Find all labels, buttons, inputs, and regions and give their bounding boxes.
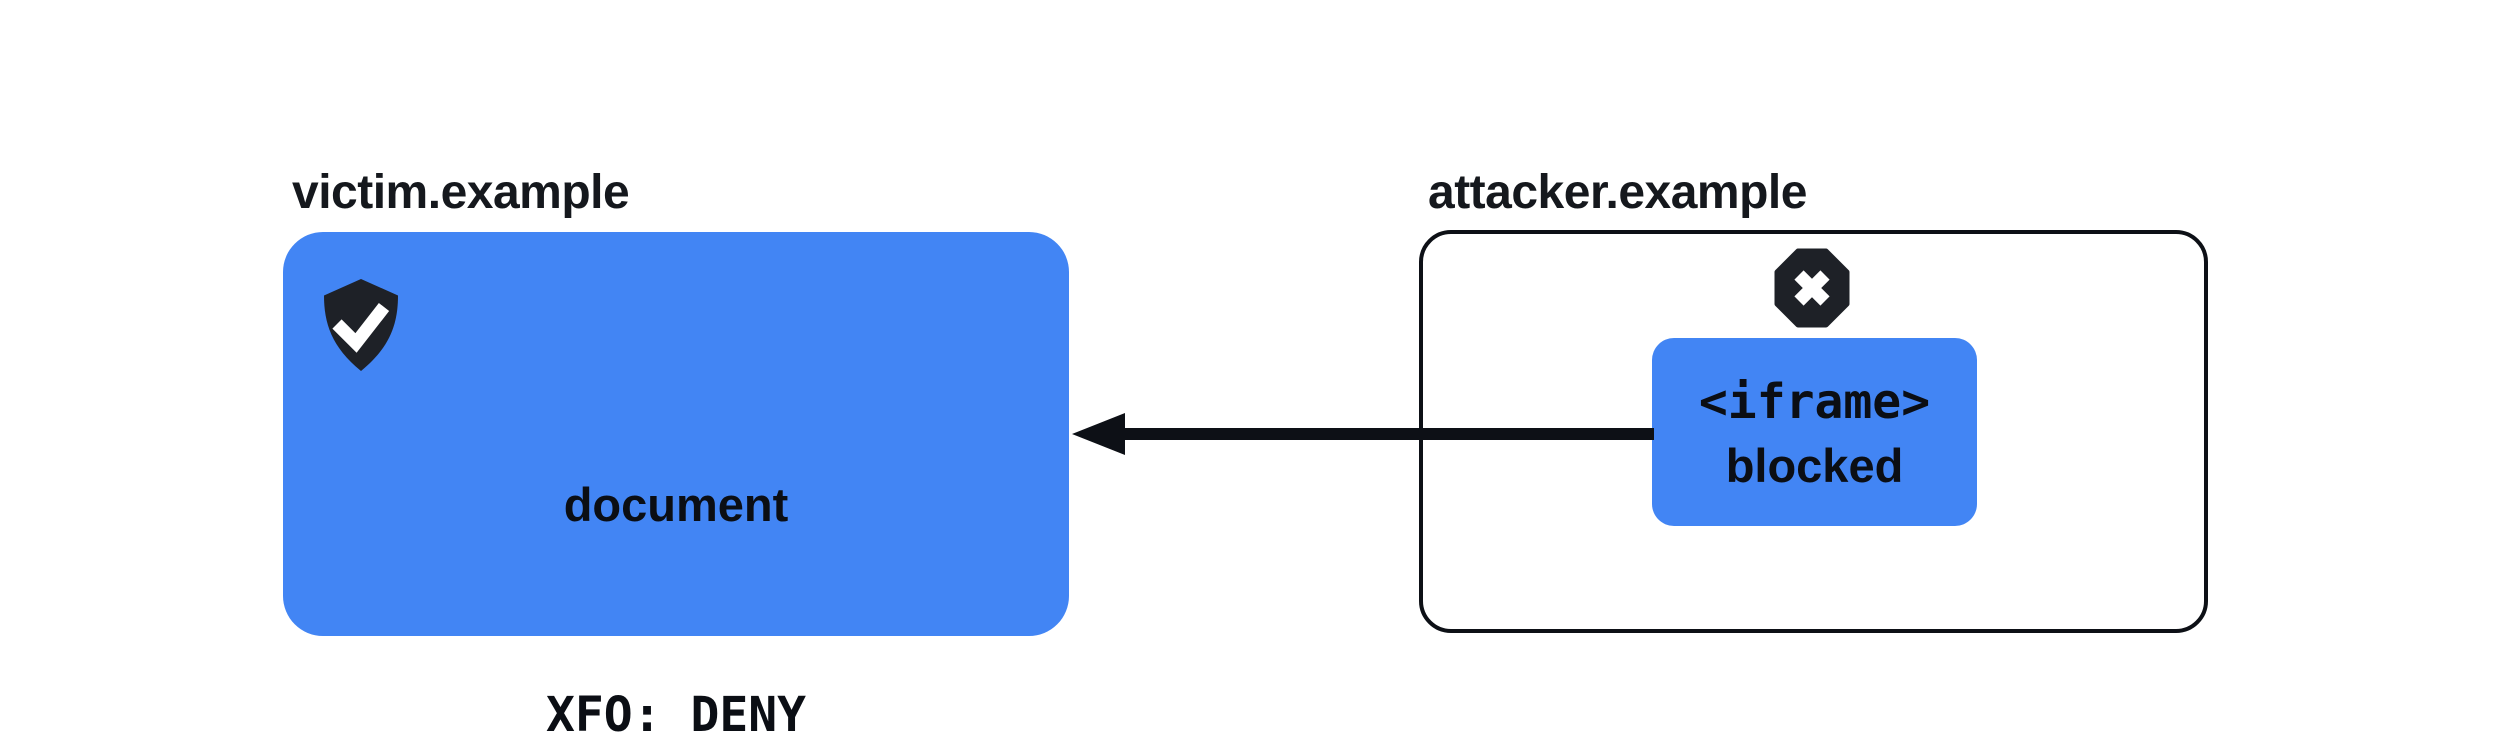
shield-check-icon xyxy=(324,279,398,371)
victim-document-card: document XFO: DENY or CSP: frame-ancesto… xyxy=(283,232,1069,740)
card-line-xfo-deny: XFO: DENY xyxy=(545,687,807,740)
iframe-tag-label: <iframe> xyxy=(1698,374,1931,430)
victim-domain-label: victim.example xyxy=(292,166,630,219)
blocked-octagon-icon xyxy=(1774,248,1850,328)
victim-card-text: document XFO: DENY or CSP: frame-ancesto… xyxy=(283,330,1069,740)
blocked-request-arrow xyxy=(1072,413,1654,455)
iframe-blocked-label: blocked xyxy=(1725,439,1904,492)
blocked-iframe-box: <iframe> blocked xyxy=(1652,338,1977,526)
card-line-document: document xyxy=(563,478,789,531)
attacker-domain-label: attacker.example xyxy=(1428,166,1807,219)
